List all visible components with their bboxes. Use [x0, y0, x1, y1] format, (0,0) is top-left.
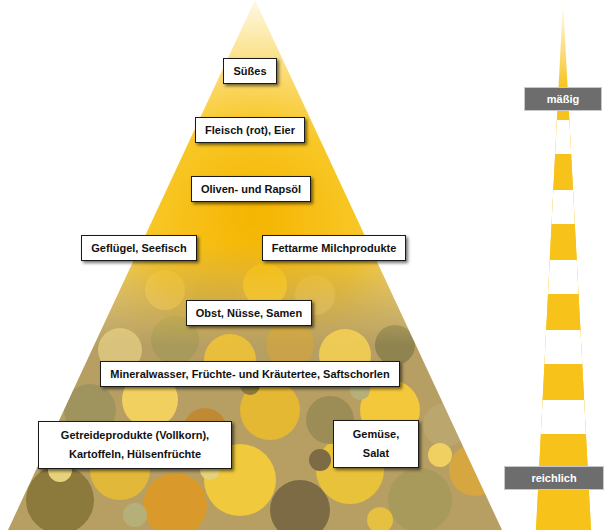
food-group-box: Süßes	[223, 58, 276, 84]
food-group-box: Getreideprodukte (Vollkorn), Kartoffeln,…	[38, 421, 232, 469]
scale-label-box: reichlich	[504, 466, 604, 490]
food-group-box: Obst, Nüsse, Samen	[186, 300, 312, 326]
scale-cone	[530, 0, 600, 530]
food-group-label: Oliven- und Rapsöl	[201, 181, 301, 197]
food-group-label: Fettarme Milchprodukte	[272, 240, 397, 256]
food-group-box: Gemüse, Salat	[333, 420, 419, 468]
scale-label-box: mäßig	[524, 87, 602, 111]
food-group-label: Süßes	[233, 63, 266, 79]
scale-label: reichlich	[513, 470, 595, 486]
food-group-box: Fettarme Milchprodukte	[262, 235, 407, 261]
fruit-photo	[0, 240, 609, 530]
scale-label: mäßig	[533, 91, 593, 107]
food-group-label: Mineralwasser, Früchte- und Kräutertee, …	[110, 366, 389, 382]
food-group-label: Fleisch (rot), Eier	[205, 122, 295, 138]
food-group-label: Gemüse, Salat	[346, 425, 406, 463]
food-group-label: Geflügel, Seefisch	[91, 240, 186, 256]
food-group-box: Fleisch (rot), Eier	[195, 117, 305, 143]
food-group-box: Geflügel, Seefisch	[81, 235, 196, 261]
food-group-label: Obst, Nüsse, Samen	[196, 305, 302, 321]
food-group-box: Mineralwasser, Früchte- und Kräutertee, …	[100, 361, 399, 387]
food-group-box: Oliven- und Rapsöl	[191, 176, 311, 202]
food-group-label: Getreideprodukte (Vollkorn), Kartoffeln,…	[48, 426, 222, 464]
